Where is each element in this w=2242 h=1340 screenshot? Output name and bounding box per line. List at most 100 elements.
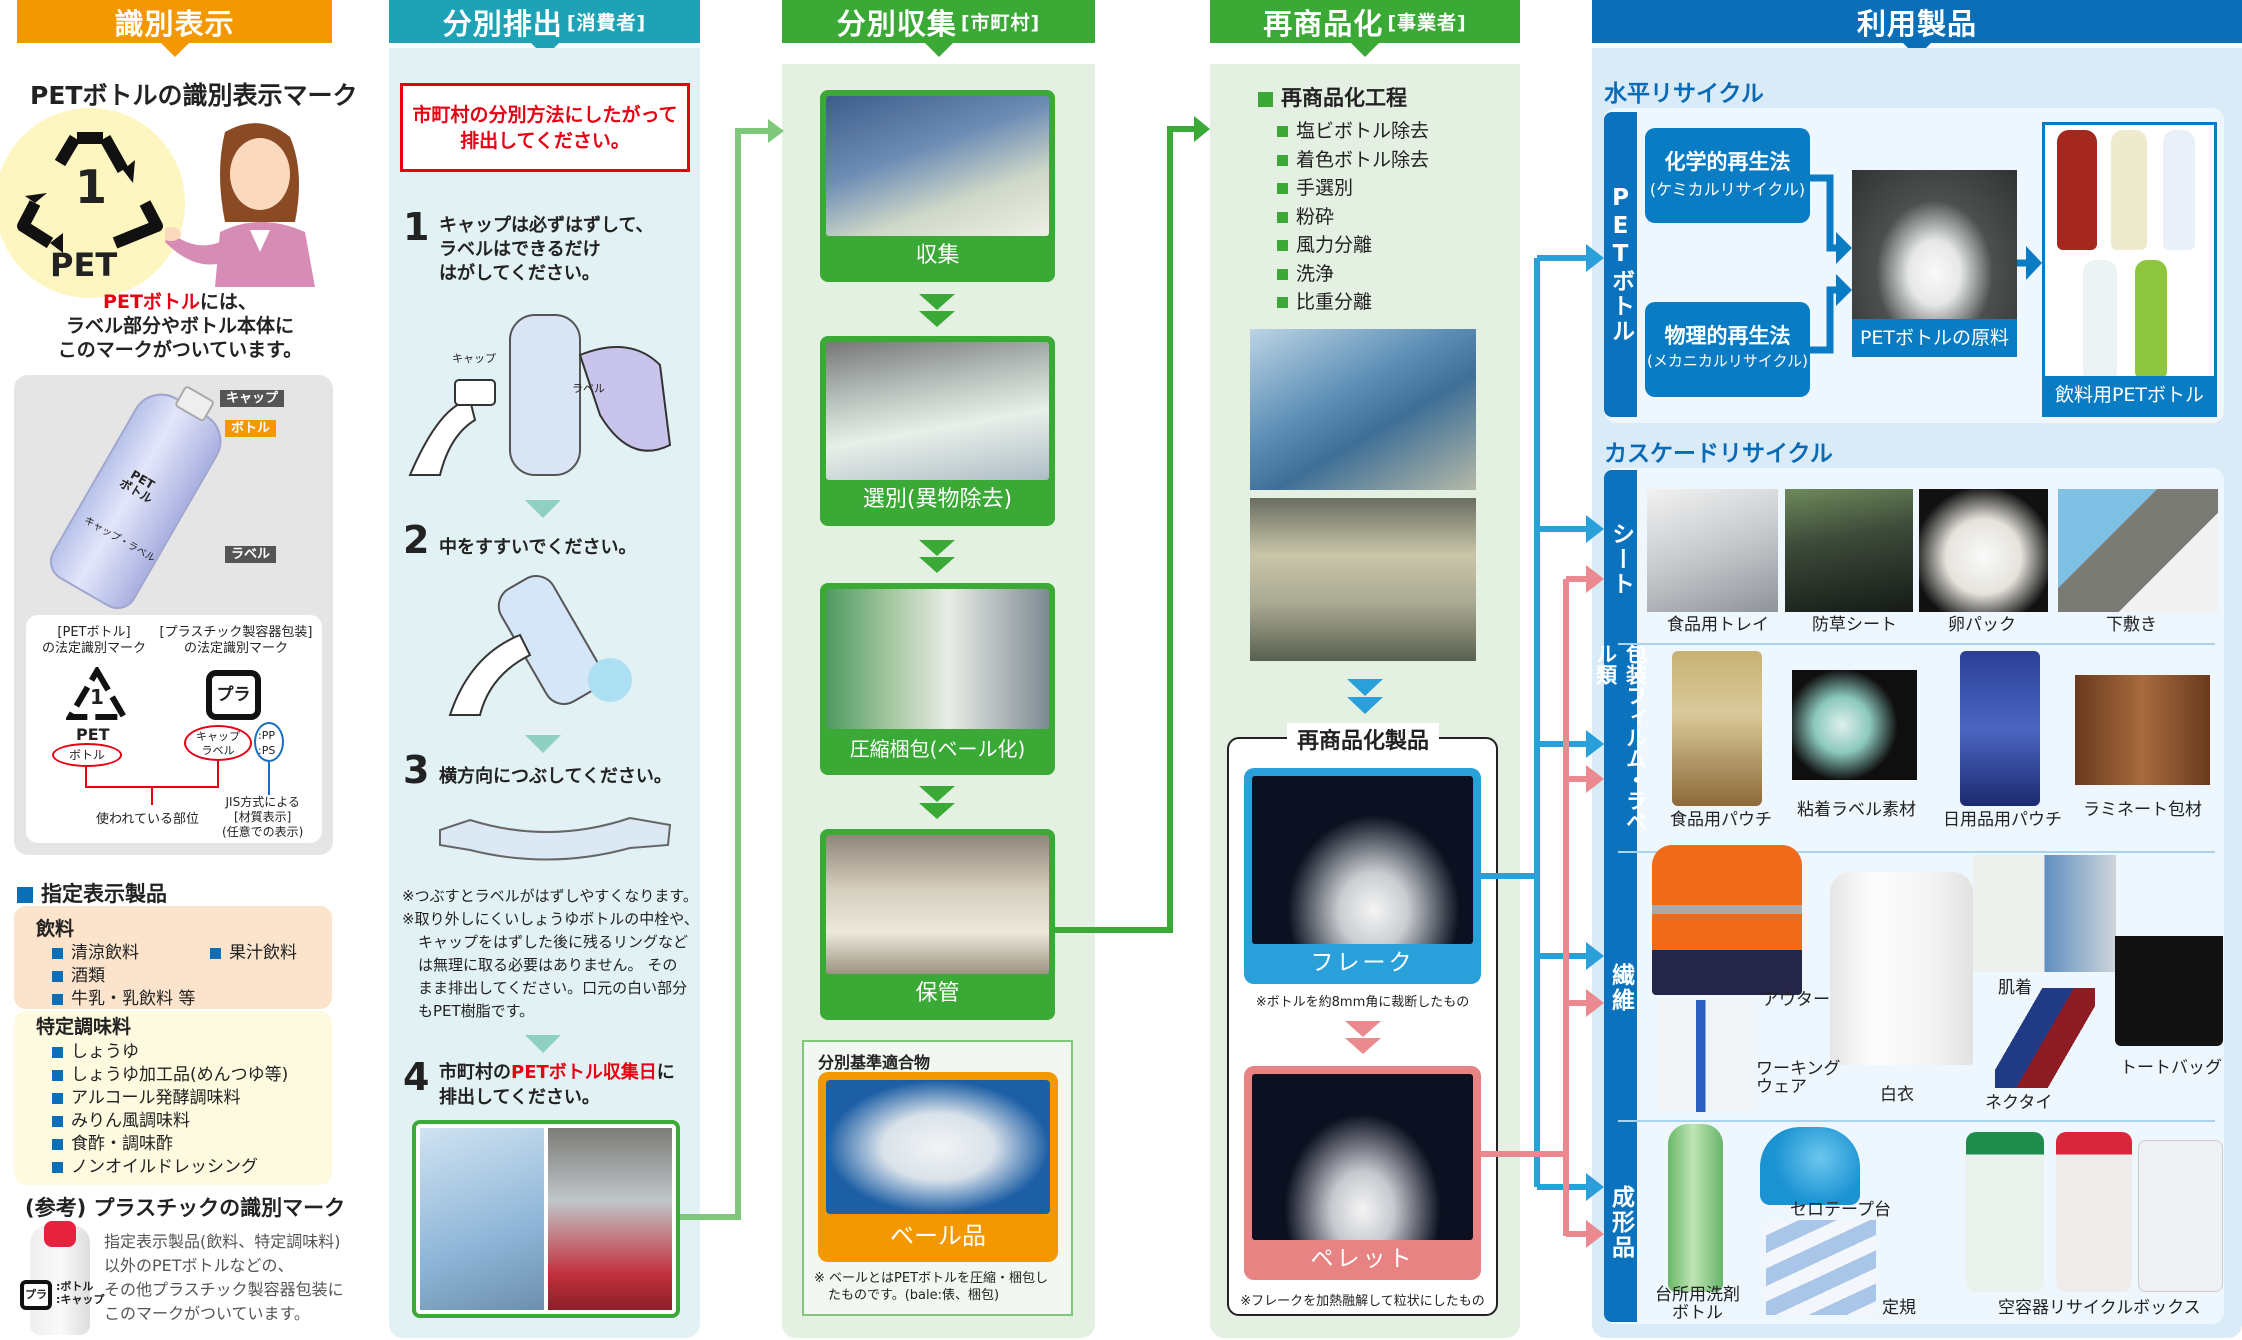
pencil-board-photo: [2058, 489, 2218, 612]
header-sub: [市町村]: [960, 12, 1041, 34]
recycle-box-red-photo: [2056, 1132, 2132, 1292]
legal-marks-box: [PETボトル] の法定識別マーク [プラスチック製容器包装] の法定識別マーク…: [26, 615, 322, 843]
tag-cap: キャップ: [220, 390, 285, 407]
product-label: 台所用洗剤ボトル: [1655, 1286, 1740, 1322]
product-label: 食品用パウチ: [1670, 810, 1772, 830]
seasoning-item: しょうゆ: [71, 1042, 139, 1062]
discharge-notice: 市町村の分別方法にしたがって排出してください。: [400, 83, 690, 172]
square-bullet-icon: [17, 887, 33, 903]
pla-part-text: ラベル: [201, 744, 235, 757]
step3-text: 横方向につぶしてください。: [439, 766, 672, 787]
seasoning-item: 食酢・調味酢: [71, 1134, 173, 1154]
rinse-bottle-illustration: [448, 575, 632, 716]
weed-sheet-photo: [1785, 489, 1913, 612]
laminate-pack-photo: [2075, 675, 2210, 785]
collection-step-card: 収集: [820, 90, 1055, 282]
standard-material-box: 分別基準適合物 ベール品 ※ ベールとはPETボトルを圧縮・梱包したものです。(…: [802, 1040, 1073, 1316]
garbage-truck-photo: [826, 96, 1049, 236]
process-title: 再商品化工程: [1258, 82, 1407, 112]
woman-illustration: [165, 123, 315, 287]
divider: [1618, 643, 2215, 645]
note-line: まま排出してください。口元の白い部分: [418, 979, 688, 997]
pet-bottle-bar: PETボトル: [1604, 112, 1637, 417]
remove-cap-label-illustration: [408, 314, 672, 476]
step-line: ラベルはできるだけ: [439, 239, 601, 260]
reference-mark-text: :キャップ: [56, 1293, 105, 1306]
beverage-item: 牛乳・乳飲料 等: [71, 989, 196, 1009]
storage-warehouse-photo: [826, 835, 1049, 974]
reference-text: 指定表示製品(飲料、特定調味料)以外のPETボトルなどの、その他プラスチック製容…: [104, 1230, 344, 1326]
beverages-title: 飲料: [36, 918, 75, 940]
bale-photo: [826, 1080, 1050, 1214]
jis-note: [材質表示]: [234, 810, 292, 824]
used-part-label: 使われている部位: [96, 812, 199, 827]
double-down-arrow-icon: [1345, 1021, 1381, 1037]
physical-sub: (メカニカルリサイクル): [1647, 352, 1808, 370]
step-number: 4: [403, 1055, 430, 1099]
product-label: 卵パック: [1948, 615, 2016, 635]
physical-label: 物理的再生法: [1664, 324, 1791, 348]
pet-part-oval: ボトル: [52, 743, 122, 767]
category-molded: 成形品: [1607, 1184, 1634, 1260]
jis-ps: :PS: [258, 744, 276, 757]
reference-line: 指定表示製品(飲料、特定調味料): [104, 1232, 341, 1251]
tag-label: ラベル: [225, 546, 277, 563]
step-line: 市町村の: [439, 1062, 511, 1083]
bottle-pla-mark: キャップ・ラベル: [82, 515, 157, 565]
header-collection: 分別収集[市町村]: [782, 0, 1095, 57]
product-label: 下敷き: [2106, 615, 2157, 635]
note-line: ※つぶすとラベルがはずしやすくなります。: [402, 887, 698, 905]
plant-machinery-photo: [1250, 498, 1476, 661]
necktie-photo: [1995, 988, 2095, 1088]
double-down-arrow-icon: [919, 557, 955, 573]
collection-step-card: 保管: [820, 829, 1055, 1020]
process-list: 塩ビボトル除去 着色ボトル除去 手選別 粉砕 風力分離 洗浄 比重分離: [1277, 117, 1429, 317]
green-tea-bottle: [2111, 130, 2147, 250]
pellet-photo: [1252, 1074, 1473, 1240]
double-down-arrow-icon: [1347, 697, 1383, 714]
chemical-recycle-box: 化学的再生法(ケミカルリサイクル): [1645, 128, 1810, 223]
category-fiber: 繊維: [1607, 962, 1634, 1013]
pet-mark-caption: PETボトルには、 ラベル部分やボトル本体に このマークがついています。: [20, 290, 340, 362]
product-label: 防草シート: [1812, 615, 1897, 635]
white-coat-photo: [1830, 872, 1973, 1065]
pet-mark-label-small: PET: [76, 725, 110, 744]
illus-label-label: ラベル: [572, 382, 605, 395]
underwear-photo: [1973, 855, 2116, 972]
tea-bottle: [2057, 130, 2097, 250]
product-label: ネクタイ: [1985, 1093, 2053, 1113]
header-label: 再商品化: [1263, 6, 1384, 41]
tape-dispenser-photo: [1760, 1127, 1860, 1205]
step-line: はがしてください。: [439, 263, 600, 284]
header-label: 識別表示: [114, 6, 235, 41]
step-label: 圧縮梱包(ベール化): [849, 737, 1026, 761]
double-down-arrow-icon: [919, 786, 955, 802]
header-sub: [事業者]: [1387, 12, 1467, 34]
jis-note: (任意での表示): [222, 825, 304, 839]
product-label: 粘着ラベル素材: [1797, 800, 1916, 820]
reference-line: このマークがついています。: [104, 1304, 310, 1323]
note-line: は無理に取る必要はありません。 その: [418, 956, 678, 974]
recycled-products-box: 再商品化製品 フレーク ※ボトルを約8mm角に裁断したもの ペレット ※フレーク…: [1227, 723, 1498, 1316]
process-item: 風力分離: [1296, 234, 1373, 256]
flake-label: フレーク: [1310, 950, 1415, 976]
seasonings-box: 特定調味料 しょうゆ しょうゆ加工品(めんつゆ等) アルコール発酵調味料 みりん…: [14, 1011, 332, 1185]
caption-text: ラベル部分やボトル本体に: [65, 315, 294, 337]
square-bullet-icon: [1258, 91, 1273, 107]
step-label: 保管: [915, 981, 960, 1006]
jis-note: JIS方式による: [225, 795, 300, 809]
product-label-line: 台所用洗剤: [1655, 1285, 1740, 1305]
detergent-bottle-photo: [1668, 1124, 1723, 1292]
header-discharge: 分別排出[消費者]: [389, 0, 700, 57]
seasoning-item: ノンオイルドレッシング: [71, 1157, 258, 1177]
caption-highlight: PETボトル: [103, 291, 200, 313]
note-line: キャップをはずした後に残るリングなど: [418, 933, 689, 951]
process-item: 着色ボトル除去: [1296, 148, 1430, 171]
chemical-sub: (ケミカルリサイクル): [1649, 180, 1806, 199]
header-products: 利用製品: [1592, 0, 2242, 57]
step4-text: 市町村のPETボトル収集日に 排出してください。: [439, 1060, 675, 1110]
bale-note: たものです。(bale:俵、梱包): [828, 1288, 1000, 1303]
header-recommercialization: 再商品化[事業者]: [1210, 0, 1520, 57]
seasoning-item: みりん風調味料: [71, 1111, 190, 1131]
note-line: ※取り外しにくいしょうゆボトルの中栓や、: [402, 910, 699, 928]
